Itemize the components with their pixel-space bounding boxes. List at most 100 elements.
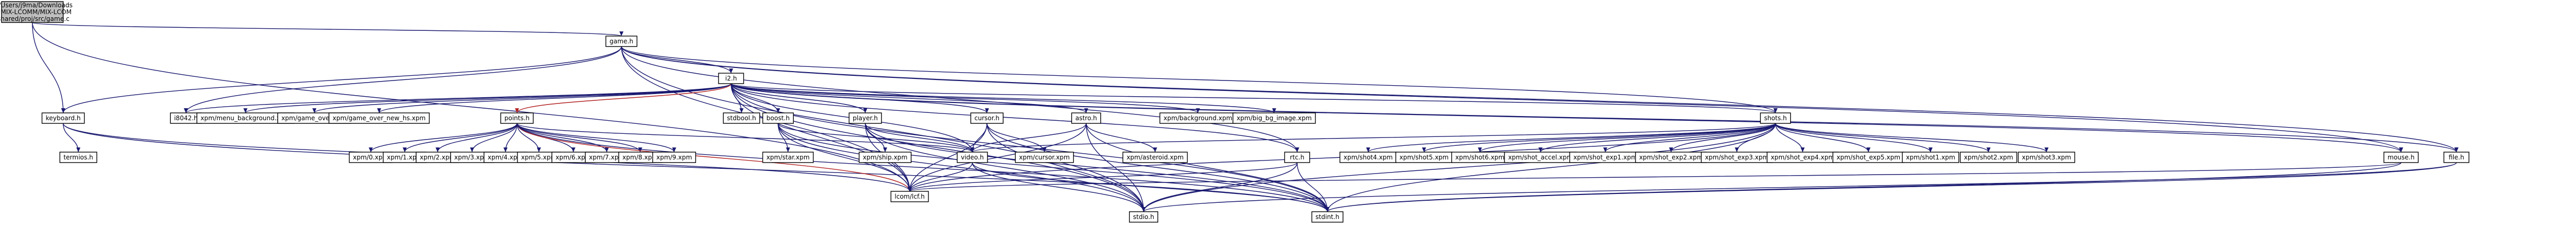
node-boost-h[interactable]: boost.h: [762, 112, 794, 124]
node-i8042-h[interactable]: i8042.h: [170, 112, 202, 124]
node-stdbool-h[interactable]: stdbool.h: [723, 112, 760, 124]
node-label: xpm/shot2.xpm: [1964, 154, 2013, 161]
node-xpm-7-xpm[interactable]: xpm/7.xpm: [585, 152, 629, 163]
node-xpm-shot-exp3-xpm[interactable]: xpm/shot_exp3.xpm: [1701, 152, 1773, 163]
node-xpm-shot5-xpm[interactable]: xpm/shot5.xpm: [1395, 152, 1453, 163]
edge-player-h-to-stdio-h: [865, 123, 1146, 212]
edge-video-h-to-stdio-h: [972, 162, 1146, 212]
node-i2-h[interactable]: i2.h: [718, 73, 744, 84]
node-label: i2.h: [725, 75, 737, 82]
edge-astro-h-to-video-h: [970, 123, 1087, 153]
node-xpm-big-bg-image-xpm[interactable]: xpm/big_bg_image.xpm: [1232, 112, 1316, 124]
node-label: xpm/shot4.xpm: [1344, 154, 1393, 161]
edge-boost-h-to-lcom-lcf-h: [778, 123, 912, 192]
node-xpm-2-xpm[interactable]: xpm/2.xpm: [416, 152, 460, 163]
edge-rtc-h-to-lcom-lcf-h: [908, 162, 1298, 192]
node-label: stdio.h: [1133, 213, 1154, 221]
node-xpm-menu-background-xpm[interactable]: xpm/menu_background.xpm: [196, 112, 295, 124]
node-xpm-shot3-xpm[interactable]: xpm/shot3.xpm: [2018, 152, 2075, 163]
edge-shots-h-to-xpm-shot6: [1478, 123, 1776, 153]
node-astro-h[interactable]: astro.h: [1071, 112, 1101, 124]
node-xpm-shot-exp4-xpm[interactable]: xpm/shot_exp4.xpm: [1767, 152, 1839, 163]
node-label: xpm/menu_background.xpm: [201, 114, 290, 122]
node-mouse-h[interactable]: mouse.h: [2383, 152, 2419, 163]
node-xpm-6-xpm[interactable]: xpm/6.xpm: [551, 152, 595, 163]
node-label: xpm/1.xpm: [387, 154, 422, 161]
node-xpm-shot-exp2-xpm[interactable]: xpm/shot_exp2.xpm: [1635, 152, 1707, 163]
node-stdio-h[interactable]: stdio.h: [1129, 211, 1158, 223]
node-xpm-0-xpm[interactable]: xpm/0.xpm: [349, 152, 393, 163]
edge-shots-h-to-xpm-shot-exp2: [1669, 123, 1776, 153]
node-shots-h[interactable]: shots.h: [1760, 112, 1791, 124]
edge-shots-h-to-xpm-shot5: [1422, 123, 1776, 153]
node-label: xpm/shot1.xpm: [1906, 154, 1955, 161]
node-xpm-background-xpm[interactable]: xpm/background.xpm: [1159, 112, 1237, 124]
edge-shots-h-to-xpm-shot1: [1775, 123, 1933, 153]
edge-points-h-to-xpm0: [369, 123, 517, 153]
edge-keyboard-h-to-termios-h: [63, 123, 80, 153]
node-xpm-8-xpm[interactable]: xpm/8.xpm: [618, 152, 662, 163]
edge-i2-h-to-xpm-menu: [243, 83, 732, 113]
node-label: xpm/shot_exp4.xpm: [1771, 154, 1834, 161]
edge-root-to-keyboard-h: [32, 22, 65, 113]
edge-cursor-h-to-stdio-h: [986, 123, 1146, 212]
node-xpm-shot6-xpm[interactable]: xpm/shot6.xpm: [1451, 152, 1509, 163]
edge-shots-h-to-xpm-shot-accel: [1538, 123, 1776, 153]
edge-boost-h-to-stdint-h: [778, 123, 1330, 212]
edge-shots-h-to-xpm-shot-exp5: [1775, 123, 1871, 153]
edge-game-h-to-shots-h: [621, 46, 1778, 113]
node-xpm-9-xpm[interactable]: xpm/9.xpm: [652, 152, 696, 163]
edge-keyboard-h-to-stdint-h: [63, 123, 1330, 212]
node-label: xpm/6.xpm: [556, 154, 591, 161]
edge-cursor-h-to-stdint-h: [986, 123, 1330, 212]
node-xpm-shot-accel-xpm[interactable]: xpm/shot_accel.xpm: [1504, 152, 1577, 163]
node-rtc-h[interactable]: rtc.h: [1284, 152, 1310, 163]
edge-i2-h-to-points-h: [515, 83, 732, 113]
edge-points-h-to-xpm2: [436, 123, 517, 153]
node-label: xpm/shot_exp3.xpm: [1705, 154, 1769, 161]
node-xpm-shot-exp5-xpm[interactable]: xpm/shot_exp5.xpm: [1832, 152, 1904, 163]
node-label: xpm/asteroid.xpm: [1126, 154, 1183, 161]
node-xpm-game-over-new-hs-xpm[interactable]: xpm/game_over_new_hs.xpm: [328, 112, 430, 124]
node-xpm-star-xpm[interactable]: xpm/star.xpm: [762, 152, 814, 163]
node-cursor-h[interactable]: cursor.h: [970, 112, 1004, 124]
node-xpm-cursor-xpm[interactable]: xpm/cursor.xpm: [1015, 152, 1074, 163]
edge-i2-h-to-lcom-lcf-h: [731, 83, 912, 192]
node-points-h[interactable]: points.h: [500, 112, 534, 124]
edge-shots-h-to-xpm-shot-exp1: [1603, 123, 1776, 153]
edge-shots-h-to-xpm-shot2: [1775, 123, 1991, 153]
node-xpm-shot-exp1-xpm[interactable]: xpm/shot_exp1.xpm: [1569, 152, 1641, 163]
node-label: astro.h: [1075, 114, 1097, 122]
node-xpm-asteroid-xpm[interactable]: xpm/asteroid.xpm: [1122, 152, 1188, 163]
node-termios-h[interactable]: termios.h: [59, 152, 98, 163]
node-keyboard-h[interactable]: keyboard.h: [41, 112, 85, 124]
edge-i2-h-to-astro-h: [731, 83, 1088, 113]
node-label: xpm/2.xpm: [420, 154, 455, 161]
edge-i2-h-to-shots-h: [731, 83, 1778, 113]
node-xpm-shot1-xpm[interactable]: xpm/shot1.xpm: [1902, 152, 1959, 163]
node-label: keyboard.h: [45, 114, 80, 122]
edge-i2-h-to-xpm-background: [731, 83, 1200, 113]
node-file-h[interactable]: file.h: [2443, 152, 2469, 163]
edge-points-h-to-xpm9: [516, 123, 676, 153]
edge-i2-h-to-stdint-h: [731, 83, 1330, 212]
node-xpm-ship-xpm[interactable]: xpm/ship.xpm: [858, 152, 912, 163]
node-xpm-5-xpm[interactable]: xpm/5.xpm: [517, 152, 561, 163]
node-stdint-h[interactable]: stdint.h: [1311, 211, 1344, 223]
node-xpm-4-xpm[interactable]: xpm/4.xpm: [484, 152, 527, 163]
node-root-game-c[interactable]: C:/Users/j9ma/Downloads /MMIX-LCOMM/MIX-…: [0, 1, 73, 23]
node-xpm-shot2-xpm[interactable]: xpm/shot2.xpm: [1960, 152, 2017, 163]
node-video-h[interactable]: video.h: [957, 152, 988, 163]
node-xpm-shot4-xpm[interactable]: xpm/shot4.xpm: [1339, 152, 1397, 163]
node-lcom-lcf-h[interactable]: lcom/lcf.h: [890, 191, 929, 202]
node-label: xpm/5.xpm: [521, 154, 557, 161]
node-player-h[interactable]: player.h: [849, 112, 882, 124]
edge-game-h-to-keyboard-h: [61, 46, 622, 113]
edge-rtc-h-to-stdint-h: [1297, 162, 1330, 212]
node-label: game.h: [609, 38, 633, 45]
edge-i2-h-to-x8042-h: [184, 83, 732, 113]
node-label: xpm/ship.xpm: [863, 154, 907, 161]
node-game-h[interactable]: game.h: [605, 36, 638, 47]
node-xpm-1-xpm[interactable]: xpm/1.xpm: [383, 152, 427, 163]
node-label: xpm/4.xpm: [488, 154, 523, 161]
